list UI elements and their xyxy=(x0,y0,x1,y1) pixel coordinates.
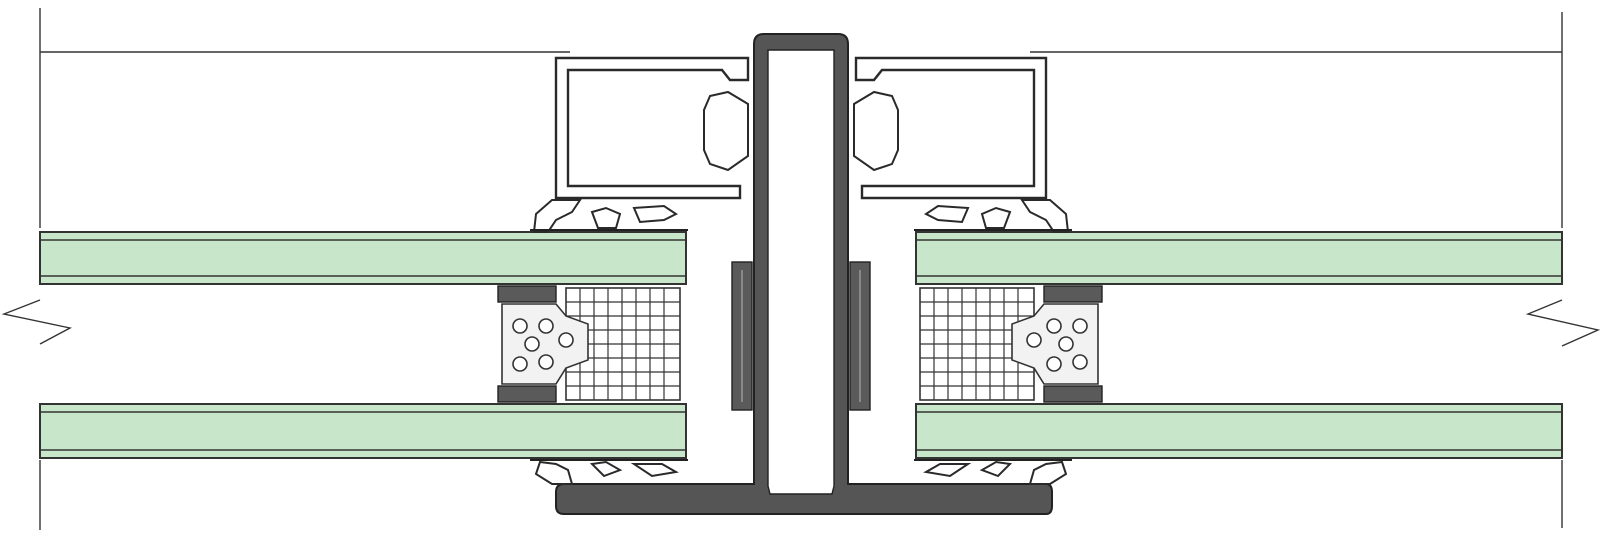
left-inner-pane xyxy=(39,403,687,459)
break-line-left xyxy=(1,299,73,345)
left-pressure-plate-frame xyxy=(554,56,750,200)
left-lower-seals xyxy=(530,459,688,485)
right-structural-gasket xyxy=(849,261,871,411)
right-inner-pane xyxy=(915,403,1563,459)
right-foam-spacer xyxy=(1011,285,1103,403)
right-upper-seals xyxy=(914,199,1072,233)
boundary-lines xyxy=(39,8,1563,530)
central-t-mullion xyxy=(555,33,1053,515)
break-line-right xyxy=(1525,299,1600,347)
right-double-glazing-unit xyxy=(915,231,1563,459)
left-foam-spacer xyxy=(497,285,589,403)
left-double-glazing-unit xyxy=(39,231,687,459)
right-pressure-plate-frame xyxy=(853,56,1048,200)
left-upper-seals xyxy=(530,199,688,233)
right-lower-seals xyxy=(914,459,1072,485)
left-structural-gasket xyxy=(731,261,753,411)
